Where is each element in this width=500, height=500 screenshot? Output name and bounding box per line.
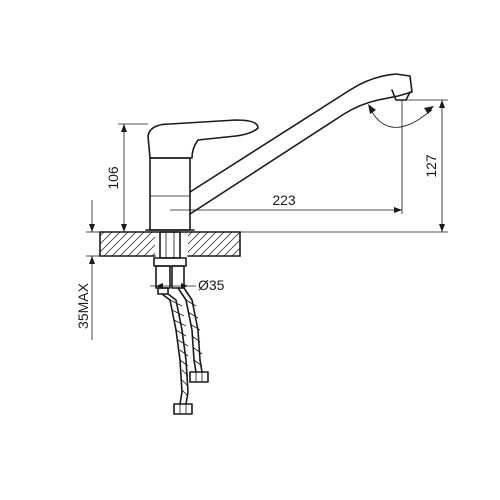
handle-height-label: 106 [105,166,121,190]
spout [189,73,413,215]
dimension-handle-height: 106 [105,123,148,232]
flexible-hoses [161,287,209,415]
lever-handle [147,119,259,159]
dimension-hole-diameter: Ø35 [150,277,225,293]
faucet-body [145,157,195,231]
hole-diameter-label: Ø35 [198,277,225,293]
dimension-spout-reach: 223 [170,100,403,214]
spout-height-label: 127 [423,154,439,178]
dimension-max-thickness: 35MAX [75,200,100,340]
swivel-rotation-symbol [368,104,434,128]
faucet-base [149,157,191,231]
dimension-spout-height: 127 [404,99,448,232]
countertop [99,231,241,257]
spout-reach-label: 223 [272,192,296,208]
max-thickness-label: 35MAX [75,282,91,329]
